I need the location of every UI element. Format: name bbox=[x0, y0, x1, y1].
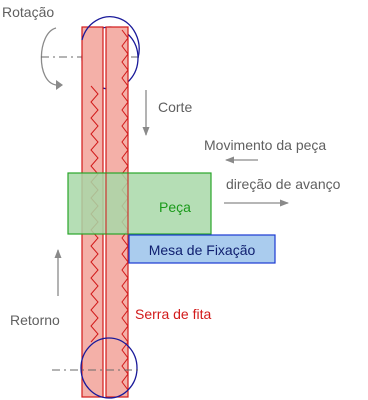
feed-direction-label: direção de avanço bbox=[226, 176, 341, 192]
workpiece-movement-label: Movimento da peça bbox=[204, 137, 326, 153]
band-saw-label: Serra de fita bbox=[135, 306, 211, 322]
bottom-wheel bbox=[52, 337, 142, 399]
fixture-table-label: Mesa de Fixação bbox=[149, 242, 256, 258]
workpiece: Peça bbox=[67, 172, 212, 235]
return-label: Retorno bbox=[10, 312, 60, 328]
fixture-table: Mesa de Fixação bbox=[128, 234, 276, 264]
cut-label: Corte bbox=[158, 99, 192, 115]
workpiece-label: Peça bbox=[159, 199, 191, 215]
top-wheel-rim bbox=[81, 16, 140, 59]
rotation-label: Rotação bbox=[2, 4, 54, 20]
